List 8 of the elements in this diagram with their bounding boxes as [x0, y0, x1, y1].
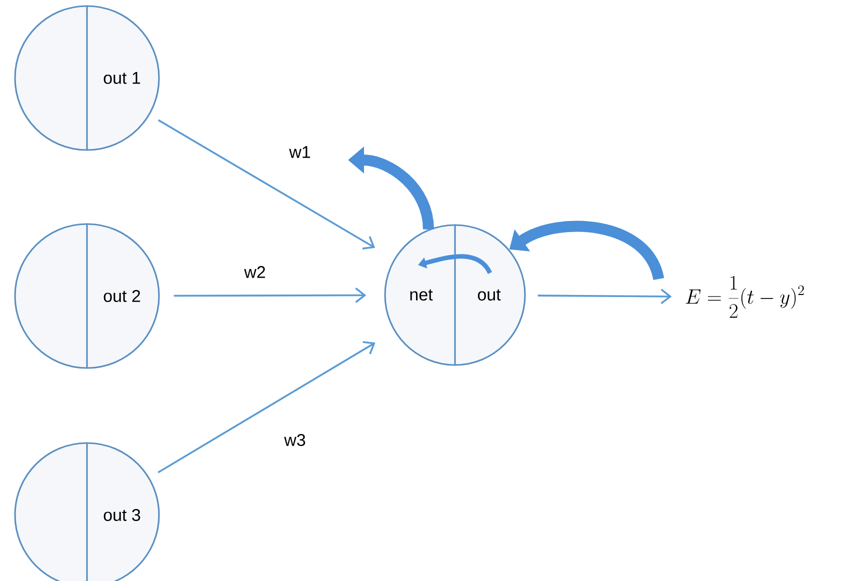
edge-label: w2 [242, 264, 268, 280]
arrow [538, 288, 672, 304]
error-formula: $E = \frac{1}{2}(t - y)^{2}$ [686, 276, 804, 318]
edge-label: w1 [287, 144, 313, 160]
arrow [174, 288, 366, 303]
edge-label: w3 [282, 432, 308, 448]
arrow [158, 341, 376, 474]
arrow [158, 119, 376, 250]
